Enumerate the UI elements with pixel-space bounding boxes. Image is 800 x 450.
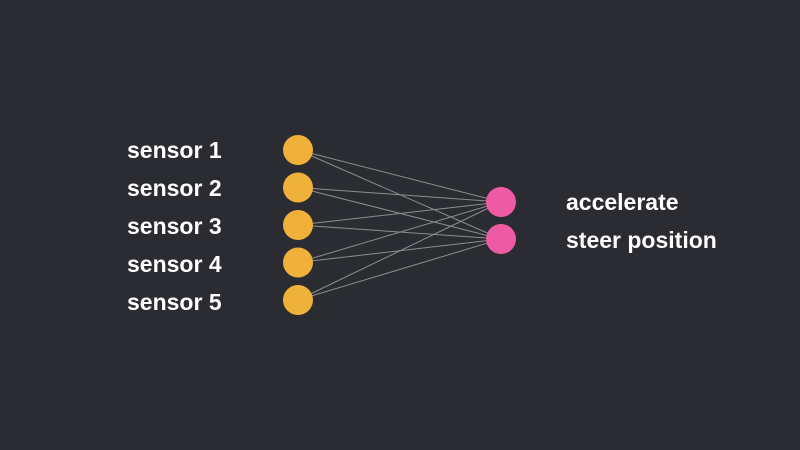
connection-line-1-1 [297,149,502,203]
input-label-sensor-1: sensor 1 [127,137,222,163]
input-label-sensor-4: sensor 4 [127,251,222,277]
connection-line-5-2 [297,238,502,301]
output-node-1 [486,187,516,217]
input-node-3 [283,210,313,240]
input-label-sensor-2: sensor 2 [127,175,222,201]
input-node-5 [283,285,313,315]
input-label-sensor-3: sensor 3 [127,213,222,239]
input-node-1 [283,135,313,165]
input-node-2 [283,172,313,203]
connection-line-4-1 [297,201,502,263]
input-node-4 [283,247,313,278]
nodes-layer [283,135,516,315]
connection-line-3-1 [297,201,502,226]
output-label-accelerate: accelerate [566,189,679,215]
connections-layer [297,149,502,301]
output-label-steer-position: steer position [566,227,717,253]
connection-line-5-1 [297,201,502,301]
connection-line-2-1 [297,187,502,203]
input-label-sensor-5: sensor 5 [127,289,222,315]
output-node-2 [486,224,516,254]
